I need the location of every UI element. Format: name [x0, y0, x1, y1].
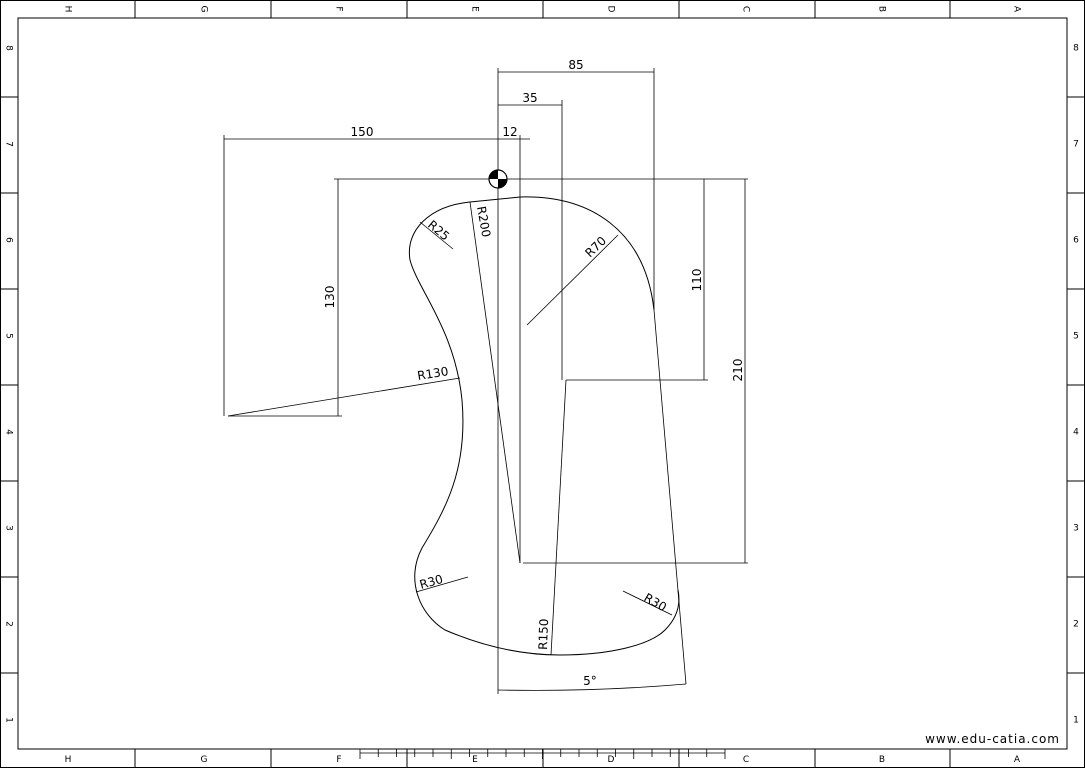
column-label-top: F — [334, 6, 344, 11]
dim-12: 12 — [502, 125, 517, 139]
row-label-left: 6 — [4, 237, 14, 243]
dim-r25: R25 — [425, 218, 452, 244]
row-label-left: 3 — [4, 525, 14, 531]
column-label-bottom: A — [1014, 755, 1021, 765]
right-row-labels: 8 7 6 5 4 3 2 1 — [1073, 44, 1079, 726]
column-label-bottom: H — [65, 755, 72, 765]
part-profile — [408, 196, 680, 656]
row-label-left: 7 — [4, 141, 14, 147]
watermark: www.edu-catia.com — [925, 732, 1060, 746]
column-label-bottom: C — [743, 755, 749, 765]
construction-lines — [223, 68, 748, 694]
row-label-right: 6 — [1073, 236, 1079, 246]
row-label-right: 5 — [1073, 332, 1079, 342]
column-label-bottom: F — [336, 755, 341, 765]
dimension-lines — [224, 71, 746, 691]
row-label-right: 7 — [1073, 140, 1079, 150]
dim-r200: R200 — [474, 205, 493, 238]
row-label-right: 3 — [1073, 524, 1079, 534]
column-label-bottom: G — [201, 755, 208, 765]
dim-r150: R150 — [536, 618, 551, 650]
dim-r130: R130 — [416, 364, 449, 383]
row-label-left: 5 — [4, 333, 14, 339]
dim-r70: R70 — [582, 234, 609, 260]
row-label-left: 2 — [4, 621, 14, 627]
column-label-top: B — [877, 6, 887, 12]
dimension-labels: 85 35 12 150 130 110 210 5° R200 R25 R70… — [323, 58, 745, 688]
column-label-top: D — [606, 6, 616, 13]
row-label-left: 1 — [4, 717, 14, 723]
left-row-labels: 8 7 6 5 4 3 2 1 — [4, 45, 14, 723]
dim-110: 110 — [690, 269, 704, 292]
dim-85: 85 — [568, 58, 583, 72]
dim-35: 35 — [522, 91, 537, 105]
column-label-bottom: B — [879, 755, 885, 765]
column-label-top: C — [741, 6, 751, 12]
column-label-top: E — [470, 6, 480, 12]
row-label-right: 1 — [1073, 716, 1079, 726]
row-label-right: 8 — [1073, 44, 1079, 54]
column-label-top: A — [1012, 6, 1022, 13]
column-label-top: G — [199, 6, 209, 13]
row-label-right: 4 — [1073, 428, 1079, 438]
dim-r30-right: R30 — [642, 590, 669, 614]
origin-symbol — [488, 169, 508, 189]
column-label-bottom: D — [608, 755, 615, 765]
row-label-left: 8 — [4, 45, 14, 51]
bottom-scale — [359, 749, 726, 768]
column-label-bottom: E — [472, 755, 478, 765]
dim-r30-left: R30 — [418, 572, 445, 592]
dim-130: 130 — [323, 286, 337, 309]
dim-150: 150 — [351, 125, 374, 139]
row-label-right: 2 — [1073, 620, 1079, 630]
column-label-top: H — [63, 6, 73, 13]
row-label-left: 4 — [4, 429, 14, 435]
dim-angle: 5° — [583, 674, 597, 688]
dim-210: 210 — [731, 359, 745, 382]
